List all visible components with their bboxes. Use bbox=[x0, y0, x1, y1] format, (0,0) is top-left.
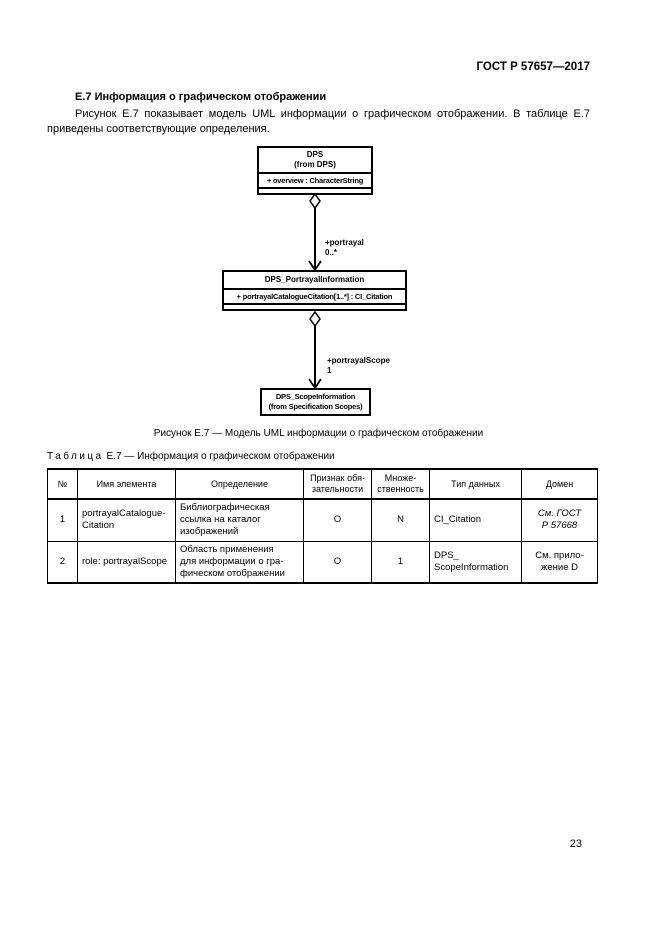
table-header-row: № Имя элемента Определение Признак обя- … bbox=[47, 468, 598, 500]
uml-class-name: DPS bbox=[306, 150, 324, 159]
definitions-table: № Имя элемента Определение Признак обя- … bbox=[47, 468, 598, 584]
uml-empty-compartment bbox=[259, 187, 371, 193]
table-row: 1 portrayalCatalogue- Citation Библиогра… bbox=[47, 498, 598, 542]
uml-empty-compartment bbox=[224, 303, 405, 309]
table-caption-label: Таблица bbox=[47, 451, 104, 462]
aggregation-diamond-icon bbox=[309, 193, 321, 210]
col-header-num: № bbox=[47, 468, 78, 500]
aggregation-diamond-icon bbox=[309, 311, 321, 328]
uml-class-portrayal-information: DPS_PortrayalInformation + portrayalCata… bbox=[222, 270, 407, 311]
figure-caption: Рисунок Е.7 — Модель UML информации о гр… bbox=[153, 428, 484, 439]
page-number: 23 bbox=[569, 838, 582, 850]
uml-role-label: +portrayal bbox=[325, 238, 364, 247]
cell-domain: См. ГОСТ Р 57668 bbox=[521, 498, 598, 542]
col-header-definition: Определение bbox=[175, 468, 304, 500]
uml-aggregation-arrow-2 bbox=[308, 311, 322, 389]
uml-class-name: DPS_PortrayalInformation bbox=[264, 275, 365, 284]
table-row: 2 role: portrayalScope Область применени… bbox=[47, 540, 598, 584]
section-heading: Е.7 Информация о графическом отображении bbox=[75, 91, 327, 103]
uml-class-name: DPS_ScopeInformation bbox=[275, 392, 356, 401]
cell-datatype: CI_Citation bbox=[429, 498, 522, 542]
uml-class-header: DPS (from DPS) bbox=[259, 148, 371, 172]
cell-multiplicity: N bbox=[371, 498, 430, 542]
col-header-name: Имя элемента bbox=[77, 468, 176, 500]
cell-obligation: О bbox=[303, 540, 372, 584]
col-header-datatype: Тип данных bbox=[429, 468, 522, 500]
uml-role-label: +portrayalScope bbox=[327, 356, 390, 365]
uml-class-scope-information: DPS_ScopeInformation (from Specification… bbox=[260, 388, 371, 416]
table-caption-text: Е.7 — Информация о графическом отображен… bbox=[106, 451, 335, 462]
uml-class-from: (from Specification Scopes) bbox=[268, 402, 363, 411]
uml-class-from: (from DPS) bbox=[294, 160, 336, 169]
uml-class-attribute: + overview : CharacterString bbox=[259, 172, 371, 187]
cell-num: 1 bbox=[47, 498, 78, 542]
cell-multiplicity: 1 bbox=[371, 540, 430, 584]
document-number: ГОСТ Р 57657—2017 bbox=[476, 61, 590, 73]
col-header-multiplicity: Множе- ственность bbox=[371, 468, 430, 500]
table-caption: Таблица Е.7 — Информация о графическом о… bbox=[47, 451, 335, 462]
col-header-domain: Домен bbox=[521, 468, 598, 500]
cell-num: 2 bbox=[47, 540, 78, 584]
cell-obligation: О bbox=[303, 498, 372, 542]
cell-name: portrayalCatalogue- Citation bbox=[77, 498, 176, 542]
uml-class-dps: DPS (from DPS) + overview : CharacterStr… bbox=[257, 146, 373, 195]
cell-domain: См. прило- жение D bbox=[521, 540, 598, 584]
cell-name: role: portrayalScope bbox=[77, 540, 176, 584]
col-header-obligation: Признак обя- зательности bbox=[303, 468, 372, 500]
cell-definition: Библиографическая ссылка на каталог изоб… bbox=[175, 498, 304, 542]
uml-class-attribute: + portrayalCatalogueCitation[1..*] : CI_… bbox=[224, 288, 405, 303]
uml-aggregation-arrow-1 bbox=[308, 193, 322, 271]
cell-datatype: DPS_ ScopeInformation bbox=[429, 540, 522, 584]
cell-definition: Область применения для информации о гра-… bbox=[175, 540, 304, 584]
uml-multiplicity-label: 0..* bbox=[325, 248, 338, 257]
body-paragraph: Рисунок Е.7 показывает модель UML информ… bbox=[47, 108, 590, 135]
uml-multiplicity-label: 1 bbox=[327, 366, 332, 375]
